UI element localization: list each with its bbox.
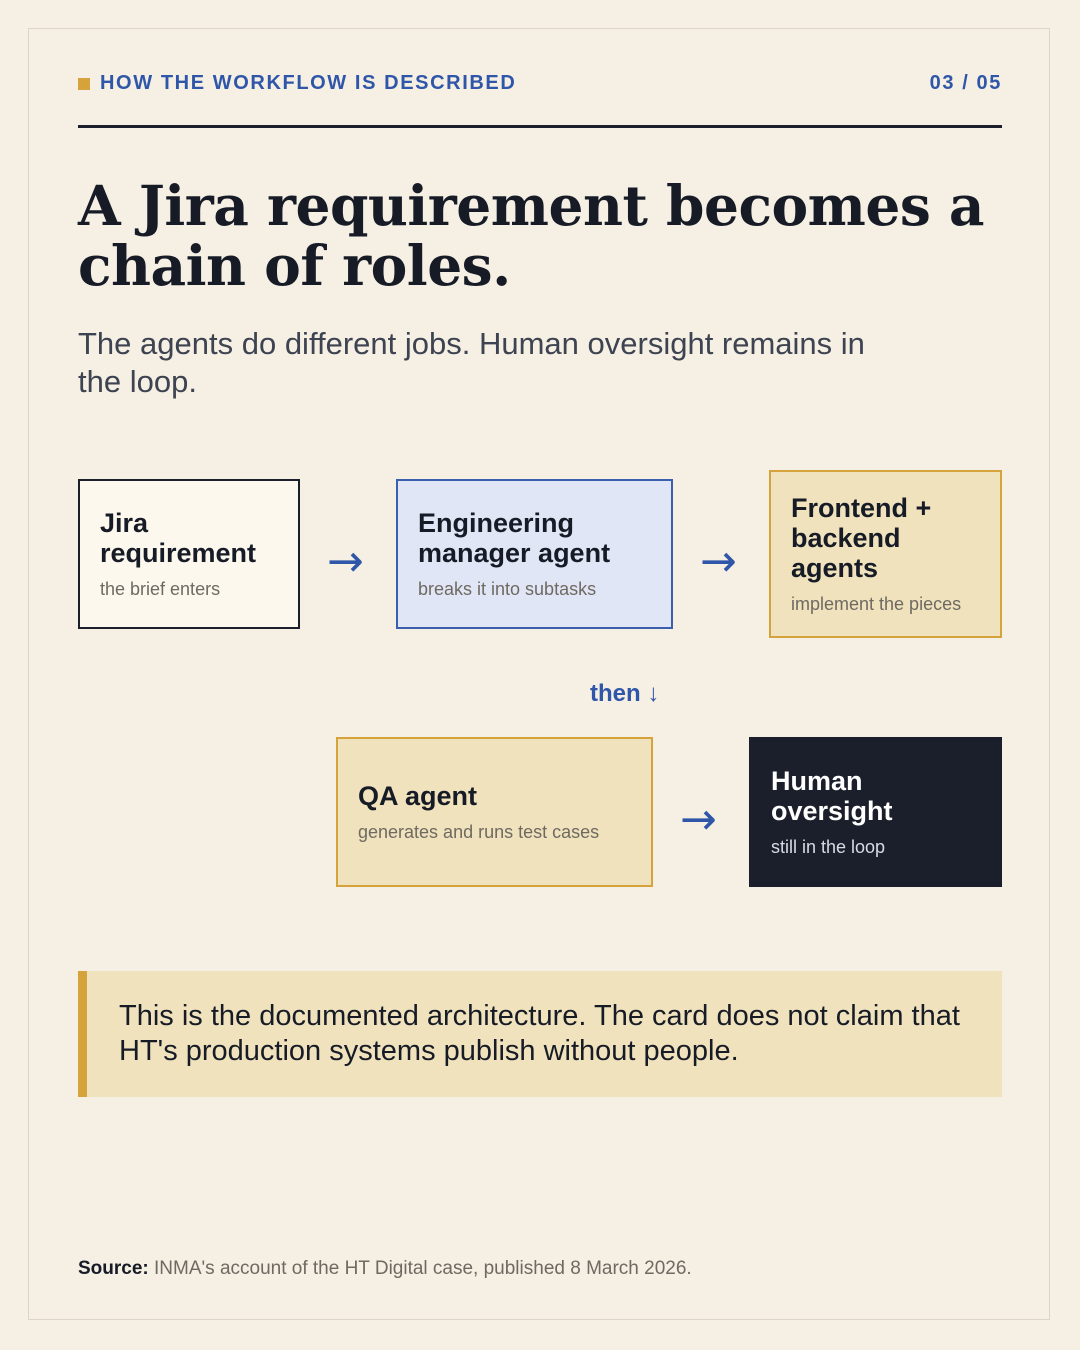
node-title: Jira requirement	[100, 508, 257, 568]
page-subtitle: The agents do different jobs. Human over…	[78, 326, 865, 399]
source-citation: Source: INMA's account of the HT Digital…	[78, 1258, 692, 1280]
node-title: Human oversight	[771, 766, 893, 826]
section-kicker: HOW THE WORKFLOW IS DESCRIBED	[78, 72, 516, 95]
disclaimer-text: This is the documented architecture. The…	[119, 1000, 960, 1067]
node-title: Frontend + backend agents	[791, 493, 932, 583]
node-frontend-backend-agents: Frontend + backend agents implement the …	[769, 470, 1002, 638]
kicker-label: HOW THE WORKFLOW IS DESCRIBED	[100, 72, 517, 94]
node-qa-agent: QA agent generates and runs test cases	[336, 737, 653, 887]
node-title: Engineering manager agent	[418, 508, 611, 568]
header-divider	[78, 125, 1002, 128]
disclaimer-callout: This is the documented architecture. The…	[78, 971, 1002, 1097]
node-human-oversight: Human oversight still in the loop	[749, 737, 1002, 887]
node-jira-requirement: Jira requirement the brief enters	[78, 479, 300, 629]
source-text: INMA's account of the HT Digital case, p…	[154, 1258, 692, 1279]
source-label: Source:	[78, 1258, 149, 1279]
node-title: QA agent	[358, 781, 478, 811]
node-subtitle: still in the loop	[771, 837, 886, 857]
right-arrow-icon: →	[327, 536, 364, 587]
page-title: A Jira requirement becomes a chain of ro…	[78, 173, 985, 298]
node-subtitle: implement the pieces	[791, 594, 962, 614]
node-subtitle: the brief enters	[100, 579, 221, 599]
page-indicator: 03 / 05	[929, 72, 1002, 94]
right-arrow-icon: →	[680, 794, 717, 845]
right-arrow-icon: →	[700, 536, 737, 587]
kicker-square-icon	[78, 77, 90, 90]
then-connector-label: then ↓	[590, 680, 660, 707]
node-subtitle: generates and runs test cases	[358, 822, 600, 842]
node-subtitle: breaks it into subtasks	[418, 579, 597, 599]
node-engineering-manager-agent: Engineering manager agent breaks it into…	[396, 479, 673, 629]
card-frame	[28, 28, 1050, 1320]
